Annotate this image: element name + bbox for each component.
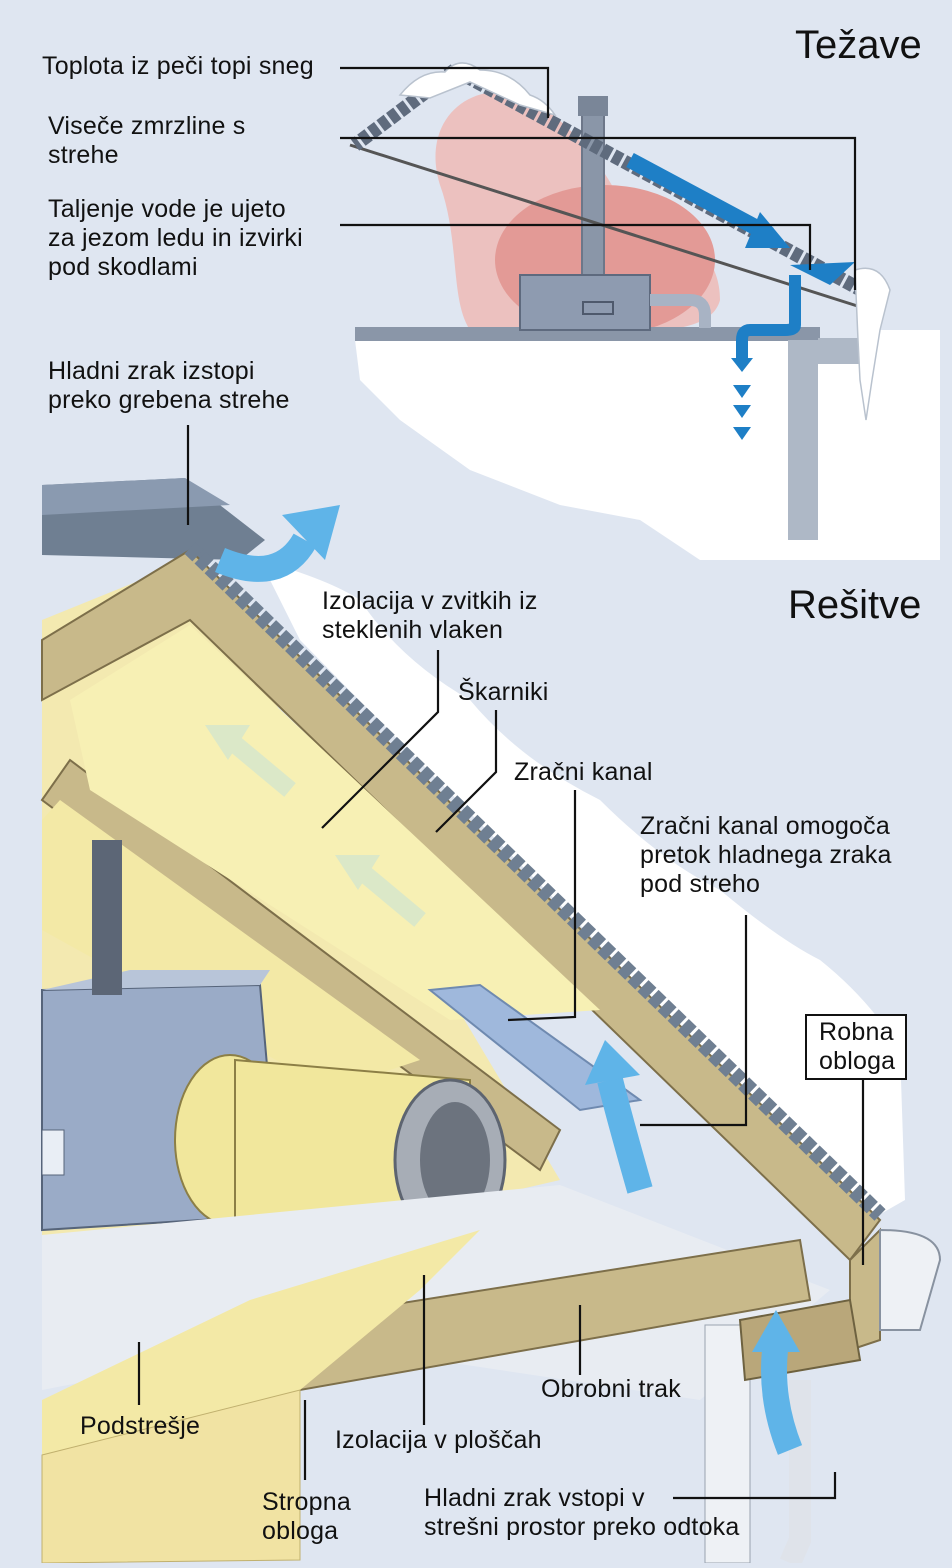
board-insulation — [42, 1230, 480, 1460]
roof-snow — [260, 560, 905, 1220]
label-rafters: Škarniki — [458, 678, 549, 706]
solutions-illustration — [40, 478, 942, 1568]
gutter — [879, 1228, 942, 1331]
channel-air-arrow — [597, 1076, 653, 1194]
meltwater-arrow — [626, 152, 774, 243]
label-batt-insulation: Izolacija v zvitkih iz steklenih vlaken — [322, 587, 538, 644]
label-air-channel: Zračni kanal — [514, 758, 653, 786]
drip-2 — [733, 385, 751, 398]
furnace-outlet — [41, 1129, 65, 1176]
label-soffit-vent: Hladni zrak vstopi v strešni prostor pre… — [424, 1484, 740, 1541]
label-air-channel-note: Zračni kanal omogoča pretok hladnega zra… — [640, 812, 892, 898]
icicles — [854, 267, 891, 421]
exterior-wall-solution — [704, 1324, 751, 1564]
flex-duct-inner — [420, 1102, 490, 1218]
faint-air-arrow-head-1 — [205, 725, 250, 760]
leak-path — [736, 275, 801, 360]
faint-air-arrow-2 — [354, 863, 426, 927]
soffit-air-arrow — [761, 1348, 803, 1455]
flue-pipe — [581, 97, 605, 284]
faint-air-arrow-1 — [224, 733, 296, 797]
exterior-wall — [788, 340, 818, 540]
roof-shingles-solution — [184, 542, 886, 1221]
ice-dam-pool — [790, 262, 855, 285]
leader-lines — [137, 66, 865, 1500]
attic-floor — [355, 327, 820, 341]
soffit-air-head — [752, 1310, 800, 1352]
downspout — [779, 1380, 811, 1568]
flue-cap — [578, 96, 608, 116]
label-fascia: Robna obloga — [805, 1014, 908, 1080]
solutions-heading: Rešitve — [788, 583, 922, 627]
ridge-exhaust-arrow — [215, 533, 317, 582]
label-ridge-vent: Hladni zrak izstopi preko grebena strehe — [48, 357, 290, 414]
eave-box — [818, 338, 864, 364]
label-rim-joist: Obrobni trak — [541, 1375, 681, 1403]
drip-3 — [733, 405, 751, 418]
batt-insulation-2 — [42, 800, 420, 1090]
meltwater-arrowhead — [745, 212, 790, 248]
drip-1 — [731, 358, 753, 372]
furnace-panel — [582, 301, 614, 315]
attic-floor-edge — [41, 1389, 301, 1564]
roof-line — [349, 143, 871, 312]
label-heat-melts-snow: Toplota iz peči topi sneg — [42, 52, 314, 80]
label-meltwater: Taljenje vode je ujeto za jezom ledu in … — [48, 195, 303, 281]
channel-air-head — [585, 1040, 640, 1085]
label-board-insulation: Izolacija v ploščah — [335, 1426, 542, 1454]
ridge-exhaust-head — [282, 505, 340, 560]
batt-insulation — [70, 625, 600, 1020]
faint-air-arrow-head-2 — [335, 855, 380, 890]
furnace-duct — [650, 294, 711, 328]
furnace-flue — [92, 840, 122, 995]
ridge-cap-top — [42, 478, 230, 515]
air-channel-baffle — [427, 983, 643, 1112]
label-attic: Podstrešje — [80, 1412, 201, 1440]
label-ceiling: Stropna obloga — [262, 1488, 351, 1545]
drip-4 — [733, 427, 751, 440]
problems-heading: Težave — [795, 23, 922, 67]
problems-illustration — [349, 62, 940, 560]
label-icicles: Viseče zmrzline s strehe — [48, 112, 246, 169]
snow-mass — [355, 330, 940, 560]
